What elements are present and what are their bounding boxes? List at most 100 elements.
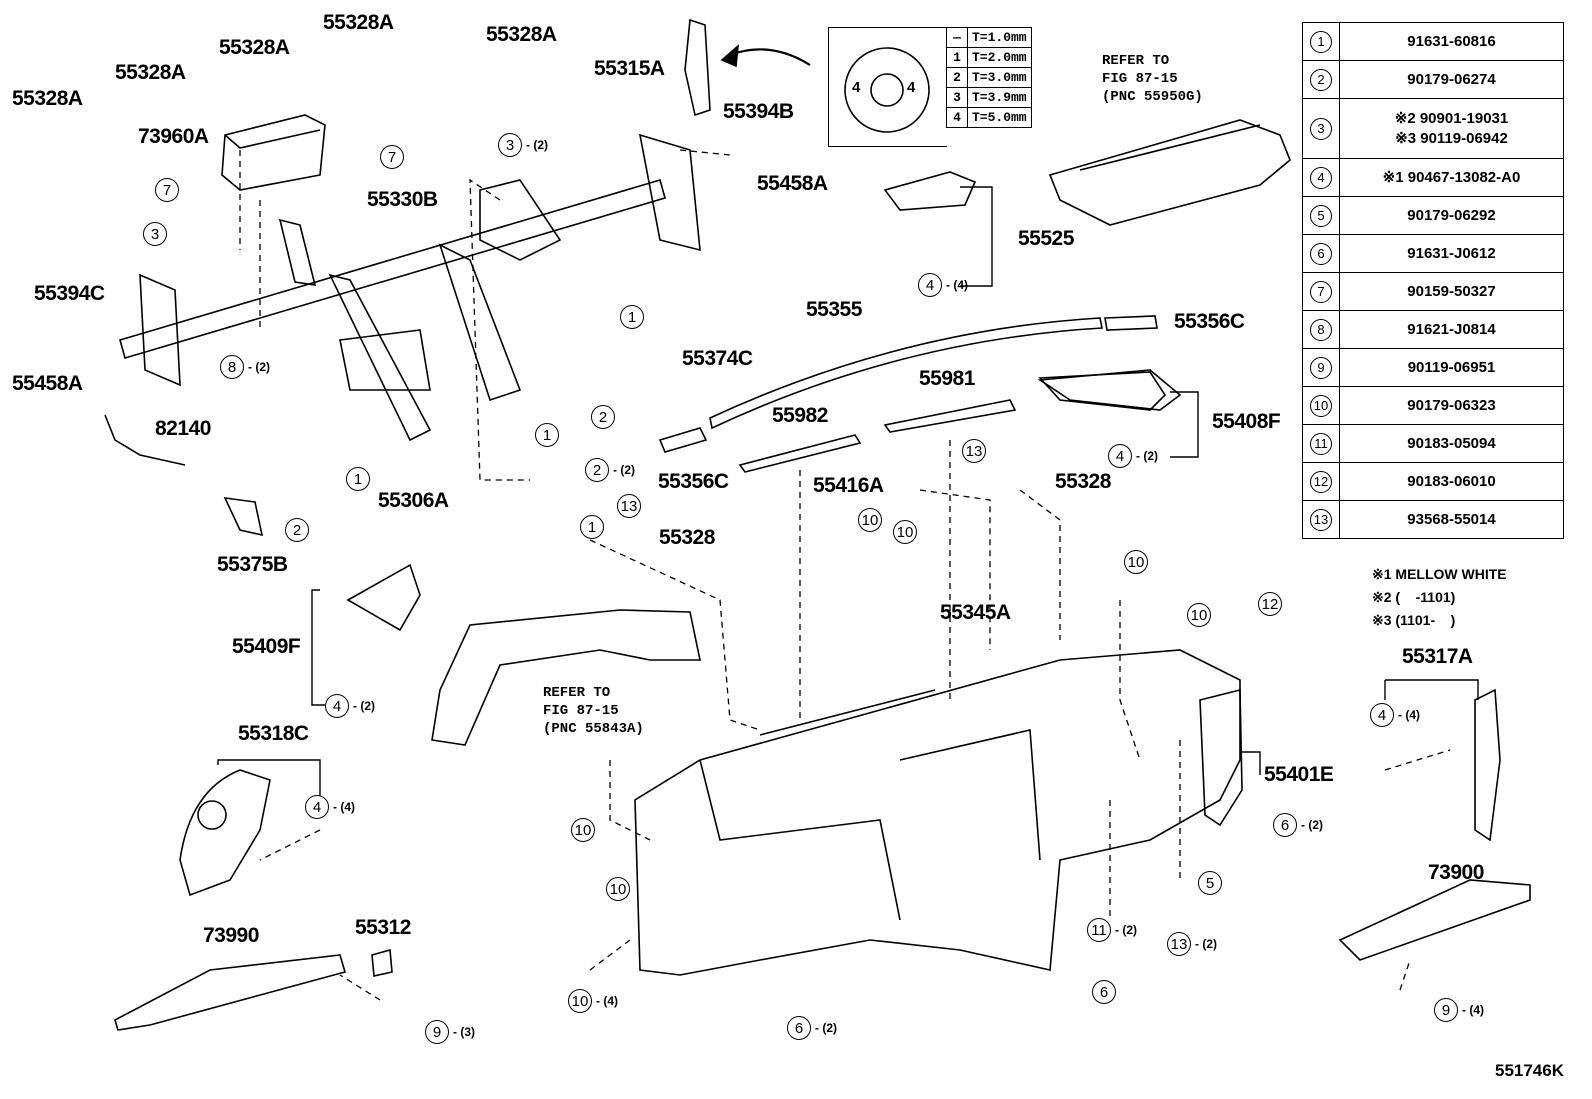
parts-row: 4 ※1 90467-13082-A0 <box>1302 158 1564 197</box>
callout-number: 2 <box>591 405 615 429</box>
callout-quantity: - (2) <box>1115 923 1137 937</box>
part-number: 90179-06323 <box>1339 386 1564 425</box>
callout-number: 4 <box>325 694 349 718</box>
callout-number: 3 <box>143 222 167 246</box>
callout: 6- (2) <box>1273 813 1323 837</box>
callout-number: 10 <box>571 818 595 842</box>
part-label: 55408F <box>1212 410 1281 433</box>
part-label: 55328A <box>323 11 394 34</box>
part-number: 90179-06274 <box>1339 60 1564 99</box>
callout-number: 13 <box>962 439 986 463</box>
part-label: 73990 <box>203 924 259 947</box>
part-number: 90159-50327 <box>1339 272 1564 311</box>
callout-number: 9 <box>425 1020 449 1044</box>
part-label: 55982 <box>772 404 828 427</box>
callout-quantity: - (4) <box>596 994 618 1008</box>
callout-number: 1 <box>535 423 559 447</box>
part-number-circle: 13 <box>1310 508 1332 531</box>
part-number-circle: 2 <box>1310 68 1332 91</box>
part-label: 55981 <box>919 367 975 390</box>
notes-list: ※1 MELLOW WHITE ※2 ( -1101) ※3 (1101- ) <box>1372 563 1507 632</box>
part-label: 55318C <box>238 722 309 745</box>
part-label: 55394B <box>723 100 794 123</box>
duct-55843A-drawing <box>431 609 701 746</box>
callout: 1 <box>346 467 374 491</box>
part-number-circle: 8 <box>1310 318 1332 341</box>
callout: 13 <box>962 439 990 463</box>
callout-number: 10 <box>606 877 630 901</box>
support-beam-drawing <box>119 133 701 442</box>
bracket-55375B-drawing <box>223 497 264 537</box>
part-number-circle: 5 <box>1310 204 1332 227</box>
part-number: ※1 90467-13082-A0 <box>1339 158 1564 197</box>
part-number: ※2 90901-19031 ※3 90119-06942 <box>1339 98 1564 159</box>
callout-quantity: - (2) <box>526 138 548 152</box>
callout: 1 <box>535 423 563 447</box>
part-label: 82140 <box>155 417 211 440</box>
instrument-panel-drawing <box>634 649 1241 976</box>
bracket-leaders <box>217 186 1479 800</box>
reference-note-55843A: REFER TO FIG 87-15 (PNC 55843A) <box>543 685 644 737</box>
shim-mark-left: 4 <box>852 79 860 96</box>
callout-quantity: - (2) <box>613 463 635 477</box>
part-label: 55315A <box>594 57 665 80</box>
callout: 4 - (2) <box>1108 444 1158 468</box>
callout-quantity: - (3) <box>453 1025 475 1039</box>
parts-row: 3 ※2 90901-19031 ※3 90119-06942 <box>1302 98 1564 159</box>
part-label: 55458A <box>757 172 828 195</box>
callout-quantity: - (2) <box>1195 937 1217 951</box>
switch-55312-drawing <box>371 948 393 977</box>
callout-number: 1 <box>620 305 644 329</box>
part-label: 55409F <box>232 635 301 658</box>
callout: 10 <box>1187 603 1215 627</box>
callout-number: 4 <box>918 273 942 297</box>
part-label: 55330B <box>367 188 438 211</box>
part-number-circle: 1 <box>1310 30 1332 53</box>
bracket-55401E-drawing <box>1199 688 1243 827</box>
bolster-55318C-drawing <box>179 769 271 897</box>
part-label: 55345A <box>940 601 1011 624</box>
callout-number: 10 <box>858 508 882 532</box>
callout-quantity: - (2) <box>1136 449 1158 463</box>
part-label: 55356C <box>658 470 729 493</box>
callout-number: 10 <box>568 989 592 1013</box>
part-number: 91631-J0612 <box>1339 234 1564 273</box>
callout: 2- (2) <box>585 458 635 482</box>
callout-number: 13 <box>1167 932 1191 956</box>
part-label: 55525 <box>1018 227 1074 250</box>
part-number-circle: 4 <box>1310 166 1332 189</box>
panel-55317A-drawing <box>1474 688 1501 842</box>
callout-number: 7 <box>380 145 404 169</box>
callout: 4- (2) <box>325 694 375 718</box>
parts-number-table: 1 91631-60816 2 90179-06274 3 ※2 90901-19031 … <box>1302 22 1564 539</box>
callout: 10 <box>571 818 599 842</box>
callout-quantity: - (4) <box>333 800 355 814</box>
callout-number: 1 <box>580 515 604 539</box>
part-number-circle: 3 <box>1310 117 1332 140</box>
part-label: 55328A <box>219 36 290 59</box>
note-2: ※2 ( -1101) <box>1372 589 1456 605</box>
strip-55355-drawing <box>709 317 1103 430</box>
callout: 10 <box>606 877 634 901</box>
bracket-55315A-drawing <box>684 18 711 117</box>
callout-number: 12 <box>1258 592 1282 616</box>
callout-number: 8 <box>220 355 244 379</box>
part-label: 55458A <box>12 372 83 395</box>
callout-number: 7 <box>155 178 179 202</box>
part-label: 55328 <box>1055 470 1111 493</box>
callout-number: 11 <box>1087 918 1111 942</box>
callout-number: 4 <box>1108 444 1132 468</box>
callout: 12 <box>1258 592 1286 616</box>
harness-82140-drawing <box>104 414 186 466</box>
part-number: 90183-06010 <box>1339 462 1564 501</box>
part-number: 91631-60816 <box>1339 22 1564 61</box>
